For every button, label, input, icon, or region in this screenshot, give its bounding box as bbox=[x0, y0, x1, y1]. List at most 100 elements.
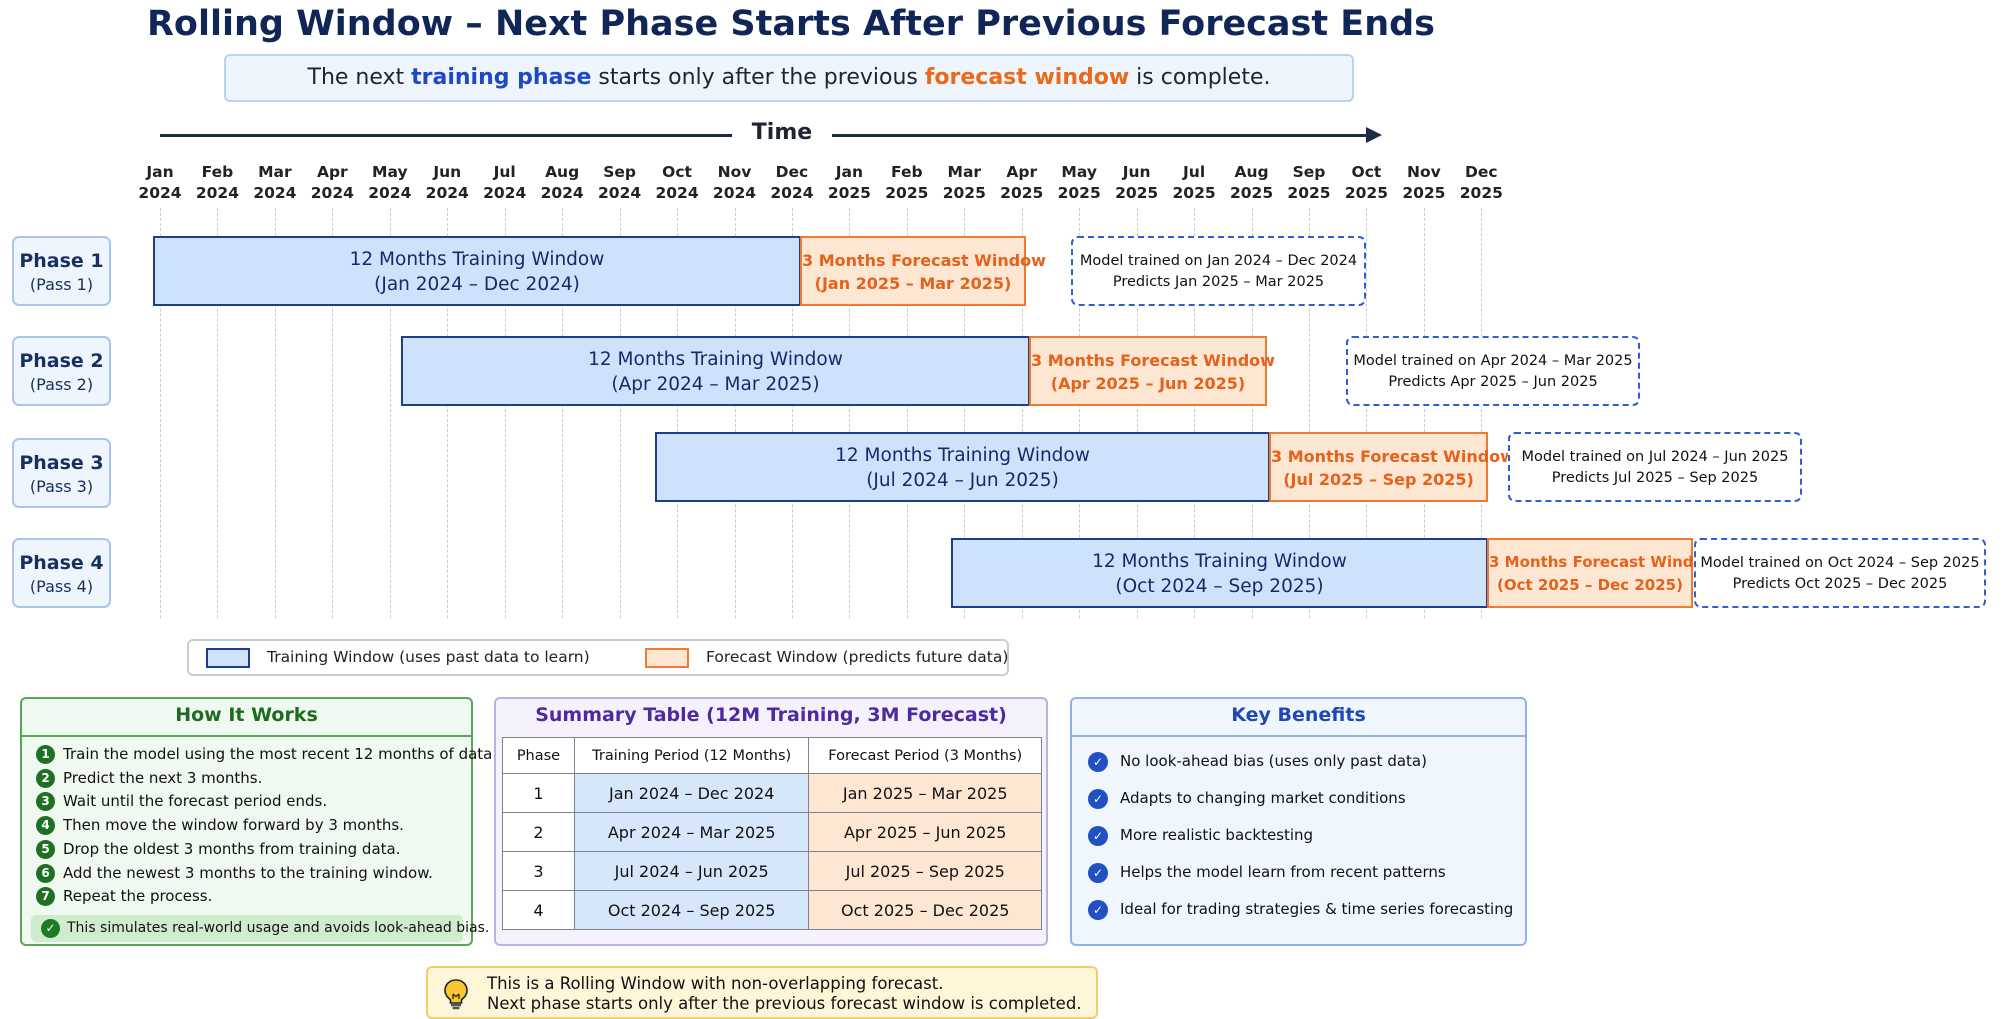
training-window-range: (Jan 2024 – Dec 2024) bbox=[374, 274, 580, 295]
note-trained-on: Model trained on Jan 2024 – Dec 2024 bbox=[1079, 253, 1358, 269]
check-circle-icon: ✓ bbox=[1088, 899, 1108, 920]
bottom-callout: This is a Rolling Window with non-overla… bbox=[426, 966, 1098, 1019]
step-number-badge: 1 bbox=[36, 745, 55, 764]
step-number-badge: 7 bbox=[36, 887, 55, 907]
forecast-window-bar-2: 3 Months Forecast Window (Apr 2025 – Jun… bbox=[1029, 336, 1275, 406]
month-name: Mar bbox=[947, 163, 982, 181]
forecast-window-bar-1: 3 Months Forecast Window (Jan 2025 – Mar… bbox=[800, 236, 1046, 306]
month-tick-label: Dec 2024 bbox=[757, 162, 827, 204]
month-name: Oct bbox=[662, 163, 692, 181]
training-window-range: (Jul 2024 – Jun 2025) bbox=[866, 470, 1059, 491]
month-gridline bbox=[562, 208, 564, 618]
month-gridline bbox=[734, 208, 736, 618]
forecast-window-bar-3: 3 Months Forecast Window (Jul 2025 – Sep… bbox=[1269, 432, 1515, 502]
check-circle-icon: ✓ bbox=[1088, 751, 1108, 772]
month-tick-label: Nov 2025 bbox=[1389, 162, 1459, 204]
step-text: Add the newest 3 months to the training … bbox=[63, 863, 433, 882]
note-trained-on: Model trained on Jul 2024 – Jun 2025 bbox=[1521, 449, 1789, 465]
forecast-window-range: (Oct 2025 – Dec 2025) bbox=[1497, 576, 1683, 594]
month-name: Jun bbox=[433, 163, 462, 181]
benefit-text: Ideal for trading strategies & time seri… bbox=[1120, 900, 1514, 918]
subtitle-text-1: The next bbox=[307, 65, 412, 90]
panel-divider bbox=[22, 735, 471, 737]
table-row: 4 Oct 2024 – Sep 2025 Oct 2025 – Dec 202… bbox=[502, 890, 1042, 930]
month-year: 2025 bbox=[1402, 184, 1446, 202]
note-trained-on: Model trained on Apr 2024 – Mar 2025 bbox=[1353, 353, 1633, 369]
month-name: Sep bbox=[603, 163, 636, 181]
month-year: 2024 bbox=[655, 184, 699, 202]
note-predicts: Predicts Jul 2025 – Sep 2025 bbox=[1551, 470, 1759, 486]
month-gridline bbox=[1251, 208, 1253, 618]
how-it-works-note: ✓ This simulates real-world usage and av… bbox=[31, 915, 489, 942]
month-name: Sep bbox=[1292, 163, 1326, 181]
panel-divider bbox=[1072, 735, 1525, 737]
month-year: 2025 bbox=[1344, 184, 1388, 202]
benefit-item: ✓No look-ahead bias (uses only past data… bbox=[1088, 749, 1427, 773]
month-gridline bbox=[389, 208, 391, 618]
cell-forecast-period: Jul 2025 – Sep 2025 bbox=[808, 851, 1042, 891]
month-name: Dec bbox=[1465, 163, 1498, 181]
cell-phase: 4 bbox=[502, 890, 575, 930]
forecast-window-title: 3 Months Forecast Window bbox=[1489, 553, 1718, 571]
month-name: Jul bbox=[493, 163, 516, 181]
month-year: 2024 bbox=[540, 184, 584, 202]
subtitle-banner: The next training phase starts only afte… bbox=[224, 54, 1354, 102]
table-row: 1 Jan 2024 – Dec 2024 Jan 2025 – Mar 202… bbox=[502, 773, 1042, 813]
month-name: Nov bbox=[1407, 163, 1441, 181]
month-gridline bbox=[274, 208, 276, 618]
model-note-2: Model trained on Apr 2024 – Mar 2025 Pre… bbox=[1346, 336, 1640, 406]
month-gridline bbox=[504, 208, 506, 618]
forecast-window-bar-4: 3 Months Forecast Window (Oct 2025 – Dec… bbox=[1487, 538, 1718, 608]
bottom-note-line-2: Next phase starts only after the previou… bbox=[487, 994, 1082, 1013]
step-text: Repeat the process. bbox=[63, 887, 213, 906]
month-tick-label: Sep 2024 bbox=[585, 162, 655, 204]
phase-pass: (Pass 1) bbox=[29, 275, 94, 294]
month-tick-label: Oct 2024 bbox=[642, 162, 712, 204]
month-name: Apr bbox=[316, 163, 348, 181]
lightbulb-icon bbox=[444, 979, 468, 1010]
summary-table-panel: Summary Table (12M Training, 3M Forecast… bbox=[494, 697, 1048, 946]
step-number-badge: 3 bbox=[36, 792, 55, 812]
step-number-badge: 2 bbox=[36, 768, 55, 788]
step-number-badge: 4 bbox=[36, 816, 55, 836]
cell-forecast-period: Oct 2025 – Dec 2025 bbox=[808, 890, 1042, 930]
model-note-1: Model trained on Jan 2024 – Dec 2024 Pre… bbox=[1071, 236, 1366, 306]
legend-forecast-swatch bbox=[645, 648, 689, 668]
month-gridline bbox=[160, 208, 161, 618]
month-name: Dec bbox=[775, 163, 809, 181]
phase-name: Phase 1 bbox=[19, 250, 104, 272]
month-gridline bbox=[619, 208, 621, 618]
month-year: 2024 bbox=[598, 184, 642, 202]
training-window-bar-1: 12 Months Training Window (Jan 2024 – De… bbox=[153, 236, 801, 306]
model-note-4: Model trained on Oct 2024 – Sep 2025 Pre… bbox=[1694, 538, 1986, 608]
subtitle-text-2: starts only after the previous bbox=[591, 65, 925, 90]
subtitle-highlight-forecast: forecast window bbox=[924, 65, 1130, 90]
month-year: 2024 bbox=[195, 184, 239, 202]
legend-forecast-label: Forecast Window (predicts future data) bbox=[706, 648, 1009, 666]
step-number-badge: 5 bbox=[36, 839, 55, 859]
cell-phase: 3 bbox=[502, 851, 575, 891]
subtitle-highlight-training: training phase bbox=[411, 65, 592, 90]
legend-training-swatch bbox=[206, 648, 250, 668]
month-gridline bbox=[791, 208, 793, 618]
month-name: Aug bbox=[545, 163, 580, 181]
step-number-badge: 6 bbox=[36, 863, 55, 883]
how-it-works-note-text: This simulates real-world usage and avoi… bbox=[67, 920, 490, 936]
month-year: 2024 bbox=[770, 184, 814, 202]
key-benefits-panel: Key Benefits ✓No look-ahead bias (uses o… bbox=[1070, 697, 1527, 946]
month-name: Apr bbox=[1006, 163, 1038, 181]
month-gridline bbox=[906, 208, 908, 618]
month-gridline bbox=[849, 208, 851, 618]
month-year: 2024 bbox=[368, 184, 412, 202]
phase-pass: (Pass 4) bbox=[29, 577, 94, 596]
forecast-window-title: 3 Months Forecast Window bbox=[1271, 447, 1515, 466]
month-gridline bbox=[1366, 208, 1368, 618]
phase-label-4: Phase 4 (Pass 4) bbox=[12, 538, 111, 608]
